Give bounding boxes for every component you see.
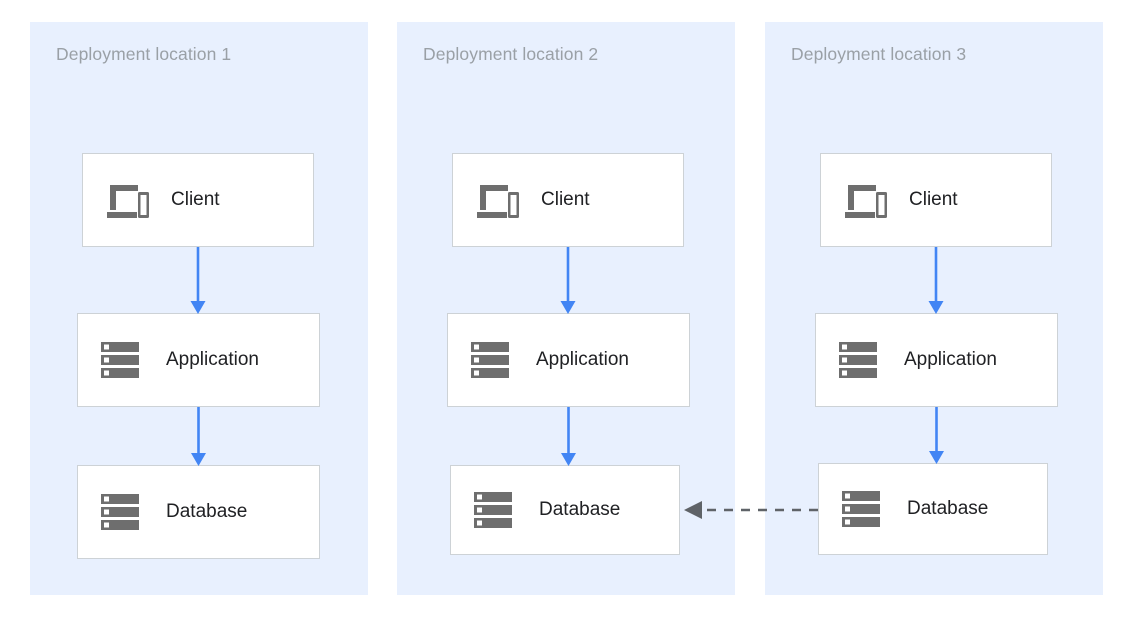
node-label: Database (166, 501, 248, 522)
node-app-2[interactable]: Application (447, 313, 690, 407)
panel-title: Deployment location 2 (423, 44, 599, 64)
server-icon (839, 342, 877, 378)
node-label: Client (541, 189, 590, 210)
server-icon (101, 342, 139, 378)
node-client-1[interactable]: Client (82, 153, 314, 247)
devices-icon (477, 185, 519, 218)
node-database-2[interactable]: Database (450, 465, 680, 555)
node-label: Client (909, 189, 958, 210)
devices-icon (845, 185, 887, 218)
server-icon (842, 491, 880, 527)
node-label: Application (166, 349, 259, 370)
node-client-2[interactable]: Client (452, 153, 684, 247)
node-label: Database (907, 498, 989, 519)
node-label: Application (904, 349, 997, 370)
node-app-3[interactable]: Application (815, 313, 1058, 407)
node-app-1[interactable]: Application (77, 313, 320, 407)
node-database-3[interactable]: Database (818, 463, 1048, 555)
node-label: Client (171, 189, 220, 210)
devices-icon (107, 185, 149, 218)
node-database-1[interactable]: Database (77, 465, 320, 559)
node-label: Database (539, 499, 621, 520)
server-icon (474, 492, 512, 528)
panel-title: Deployment location 1 (56, 44, 232, 64)
node-client-3[interactable]: Client (820, 153, 1052, 247)
panel-title: Deployment location 3 (791, 44, 967, 64)
server-icon (471, 342, 509, 378)
node-label: Application (536, 349, 629, 370)
server-icon (101, 494, 139, 530)
